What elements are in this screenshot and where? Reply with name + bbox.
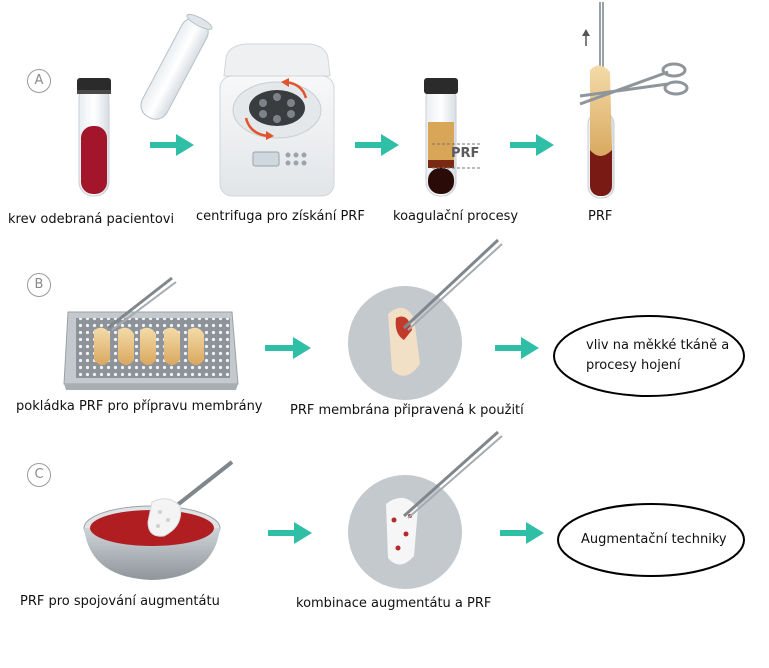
oval-text-augment: Augmentační techniky [581,532,727,547]
caption-prf-augment: PRF pro spojování augmentátu [20,594,220,609]
centrifuge-icon [219,43,335,197]
prf-layer-tag: PRF [451,146,480,161]
arrow-icon [150,134,194,156]
oval-text-line-2: procesy hojení [586,358,681,373]
prf-membrane-icon [348,238,503,400]
blood-tube-icon [77,78,111,197]
arrow-icon [500,522,544,544]
bowl-icon [83,460,234,580]
outcome-oval [553,315,745,397]
arrow-icon [510,134,554,156]
arrow-icon [495,337,539,359]
forceps-icon [107,276,177,331]
augment-combo-icon [348,430,503,589]
arrow-icon [268,522,312,544]
row-a-label: A [27,69,51,93]
arrow-icon [265,337,311,359]
caption-coagulation: koagulační procesy [393,209,519,224]
caption-prf: PRF [588,209,613,224]
prf-clot-icon [94,327,204,365]
oval-text-line-1: vliv na měkké tkáně a [586,338,730,353]
empty-tube-icon [140,13,213,120]
forceps-icon [174,460,234,508]
caption-membrane-ready: PRF membrána připravená k použití [290,403,524,418]
arrow-icon [355,134,399,156]
outcome-oval [557,503,745,577]
caption-blood-draw: krev odebraná pacientovi [8,212,175,227]
caption-prf-laying: pokládka PRF pro přípravu membrány [16,399,263,414]
caption-centrifuge: centrifuga pro získání PRF [196,209,365,224]
prf-tube-icon [424,78,482,197]
row-b-label: B [27,273,51,297]
caption-augment-combo: kombinace augmentátu a PRF [296,596,492,611]
prf-extraction-icon [579,2,689,199]
tray-icon [63,276,239,390]
row-c-label: C [27,463,51,487]
scissors-icon [579,62,689,106]
